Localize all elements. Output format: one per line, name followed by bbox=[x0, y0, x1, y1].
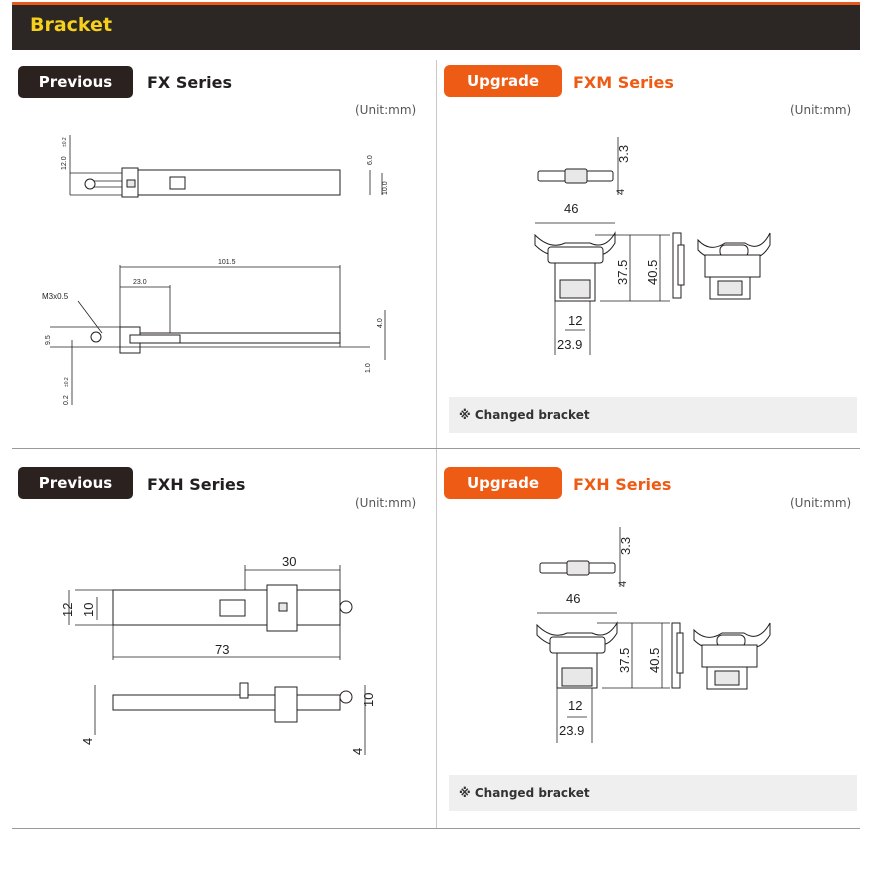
fxh-new-dim-h1: 37.5 bbox=[617, 648, 632, 673]
fx-dim-gap: 0.2 bbox=[63, 395, 70, 405]
upgrade-badge: Upgrade bbox=[444, 65, 562, 97]
fx-dim-thread: M3x0.5 bbox=[42, 292, 69, 301]
fx-dim-r-bot: 1.0 bbox=[365, 363, 372, 373]
fxh-old-dim-r: 10 bbox=[361, 693, 376, 707]
series-name: FXH Series bbox=[147, 475, 246, 494]
fx-dim-gap-tol: ±0.2 bbox=[64, 377, 70, 387]
series-name: FXH Series bbox=[573, 475, 672, 494]
fxh-new-dim-w: 46 bbox=[566, 591, 580, 606]
fx-side-view: 101.5 23.0 M3x0.5 9.5 4.0 1.0 0.2 ±0.2 bbox=[42, 259, 386, 405]
fxh-old-dim-len: 73 bbox=[215, 642, 229, 657]
panel-divider-horizontal bbox=[12, 448, 860, 449]
fxh-new-dim-s1: 12 bbox=[568, 698, 582, 713]
fxh-old-dim-h1: 12 bbox=[60, 603, 75, 617]
fxh-old-drawing: 30 12 10 73 4 10 4 bbox=[60, 554, 376, 755]
unit-label: (Unit:mm) bbox=[355, 496, 417, 510]
panel-divider-vertical bbox=[436, 60, 437, 828]
section-title: Bracket bbox=[30, 14, 113, 36]
fx-dim-len: 101.5 bbox=[218, 259, 236, 266]
fxm-dim-s2: 23.9 bbox=[557, 337, 582, 352]
fxh-new-dim-h2: 40.5 bbox=[647, 648, 662, 673]
fxh-old-dim-b-right: 4 bbox=[350, 748, 365, 755]
series-name: FXM Series bbox=[573, 73, 674, 92]
changed-bracket-note: ※ Changed bracket bbox=[449, 775, 857, 811]
fx-dim-right-b: 10.0 bbox=[382, 181, 389, 195]
fxm-dim-b: 4 bbox=[615, 189, 627, 195]
fx-dim-top-h: 12.0 bbox=[61, 156, 68, 170]
fxm-dim-s1: 12 bbox=[568, 313, 582, 328]
unit-label: (Unit:mm) bbox=[355, 103, 417, 117]
fxm-dim-h1: 37.5 bbox=[615, 260, 630, 285]
fx-dim-r-top: 4.0 bbox=[377, 318, 384, 328]
fx-dim-left-h: 9.5 bbox=[45, 335, 52, 345]
fx-dim-top-tol: ±0.2 bbox=[62, 137, 68, 147]
changed-bracket-note: ※ Changed bracket bbox=[449, 397, 857, 433]
series-name: FX Series bbox=[147, 73, 232, 92]
fxh-old-dim-b-left: 4 bbox=[80, 738, 95, 745]
fxh-old-dim-h2: 10 bbox=[81, 603, 96, 617]
fxh-new-drawing: 3.3 4 46 37.5 40.5 12 23.9 bbox=[536, 527, 771, 743]
fxh-new-dim-a: 3.3 bbox=[618, 537, 633, 555]
fxm-dim-w: 46 bbox=[564, 201, 578, 216]
fx-dim-sub: 23.0 bbox=[133, 279, 147, 286]
unit-label: (Unit:mm) bbox=[790, 103, 852, 117]
fxh-new-dim-s2: 23.9 bbox=[559, 723, 584, 738]
panel-divider-bottom bbox=[12, 828, 860, 829]
fxm-dim-a: 3.3 bbox=[616, 145, 631, 163]
section-header: Bracket bbox=[12, 2, 860, 50]
fxm-dim-h2: 40.5 bbox=[645, 260, 660, 285]
unit-label: (Unit:mm) bbox=[790, 496, 852, 510]
previous-badge: Previous bbox=[18, 66, 133, 98]
fx-series-drawing: 12.0 ±0.2 6.0 10.0 101.5 23.0 M3x0.5 9.5… bbox=[42, 135, 389, 405]
fxm-series-drawing: 3.3 4 46 37.5 40.5 12 23.9 bbox=[534, 137, 771, 355]
fxh-old-dim-top: 30 bbox=[282, 554, 296, 569]
upgrade-badge: Upgrade bbox=[444, 467, 562, 499]
fx-dim-right-a: 6.0 bbox=[367, 155, 374, 165]
fxh-new-dim-b: 4 bbox=[617, 581, 629, 587]
previous-badge: Previous bbox=[18, 467, 133, 499]
fx-top-view: 12.0 ±0.2 6.0 10.0 bbox=[61, 135, 389, 198]
